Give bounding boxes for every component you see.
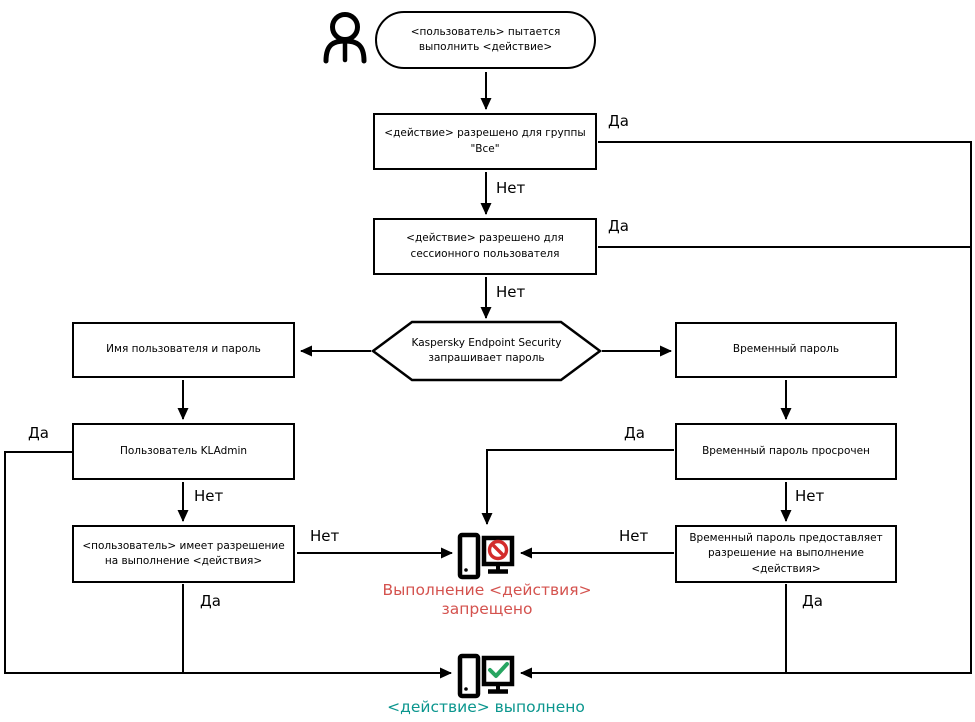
edge-label-yes: Да: [622, 424, 647, 442]
edge-label-no: Нет: [192, 487, 226, 505]
node-temporary-password: Временный пароль: [675, 322, 897, 378]
edge-label-no: Нет: [494, 283, 528, 301]
edge-label-yes: Да: [198, 592, 223, 610]
computer-check-icon: [457, 653, 515, 699]
edge-label-no: Нет: [308, 527, 342, 545]
person-icon: [323, 12, 367, 64]
edge-label-yes: Да: [800, 592, 825, 610]
node-user-has-permission: <пользователь> имеет разрешение на выпол…: [72, 525, 295, 583]
edge-label-yes: Да: [606, 217, 631, 235]
edge-label-no: Нет: [617, 527, 651, 545]
action-done-caption: <действие> выполнено: [387, 698, 585, 716]
edge-label-yes: Да: [26, 424, 51, 442]
node-temp-password-expired: Временный пароль просрочен: [675, 423, 897, 480]
edge-label-yes: Да: [606, 112, 631, 130]
node-allowed-for-session-user: <действие> разрешено для сессионного пол…: [373, 218, 597, 275]
node-user-kladmin: Пользователь KLAdmin: [72, 423, 295, 480]
edge-label-no: Нет: [793, 487, 827, 505]
node-allowed-for-all-group: <действие> разрешено для группы "Все": [373, 113, 597, 170]
computer-blocked-icon: [457, 532, 515, 580]
edge-label-no: Нет: [494, 179, 528, 197]
action-denied-caption: Выполнение <действия> запрещено: [382, 581, 592, 619]
node-temp-password-grants-permission: Временный пароль предоставляет разрешени…: [675, 525, 897, 583]
hexagon-kes-node: [370, 320, 603, 382]
node-username-and-password: Имя пользователя и пароль: [72, 322, 295, 378]
connectors: [4, 72, 972, 679]
node-kes-prompts-password: Kaspersky Endpoint Security запрашивает …: [411, 336, 562, 364]
node-start: <пользователь> пытается выполнить <дейст…: [375, 11, 596, 69]
